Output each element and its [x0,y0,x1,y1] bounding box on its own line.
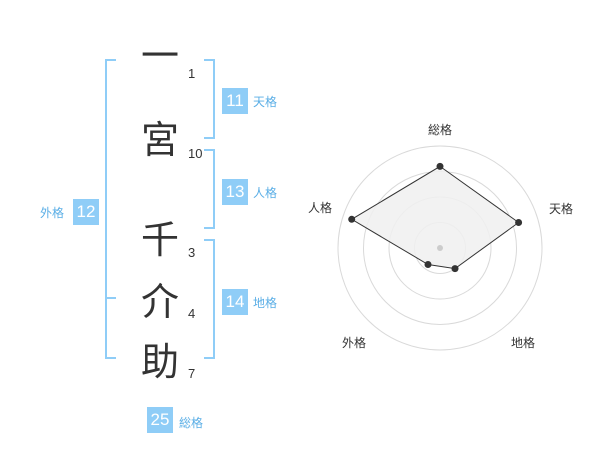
name-char-4: 介 [140,280,179,324]
tenkaku-bracket [204,59,215,139]
stroke-count-1: 1 [188,66,196,81]
radar-point-4 [424,261,432,268]
chikaku-badge: 14 [222,289,248,315]
radar-point-2 [515,219,523,226]
stroke-count-5: 7 [188,366,196,381]
radar-area [350,165,520,270]
tenkaku-label: 天格 [253,95,278,109]
radar-axis-label-chikaku: 地格 [511,335,535,350]
radar-ring-4 [337,145,543,351]
name-char-5: 助 [140,340,179,384]
name-char-1: 一 [140,34,179,78]
stroke-count-2: 10 [188,146,203,161]
tenkaku-badge: 11 [222,88,248,114]
radar-axis-label-tenkaku: 天格 [549,201,573,216]
jinkaku-badge: 13 [222,179,248,205]
radar-point-1 [436,162,444,170]
radar-axis-label-gaikaku: 外格 [342,335,366,350]
radar-axis-label-soukaku: 総格 [428,122,452,137]
jinkaku-bracket [204,149,215,229]
name-char-3: 千 [140,218,179,262]
radar-point-5 [348,215,356,223]
radar-center-dot [437,245,443,251]
soukaku-label: 総格 [179,416,204,430]
gaikaku-label: 外格 [40,206,65,220]
jinkaku-label: 人格 [253,186,278,200]
gaikaku-badge: 12 [73,199,99,225]
soukaku-badge: 25 [147,407,173,433]
stroke-count-4: 4 [188,306,196,321]
gaikaku-bracket [105,59,116,359]
radar-points [348,162,523,273]
radar-axis-label-jinkaku: 人格 [308,200,332,215]
stroke-count-3: 3 [188,245,196,260]
chikaku-label: 地格 [253,296,278,310]
name-char-2: 宮 [140,118,179,162]
radar-point-3 [451,265,459,273]
chikaku-bracket [204,239,215,359]
